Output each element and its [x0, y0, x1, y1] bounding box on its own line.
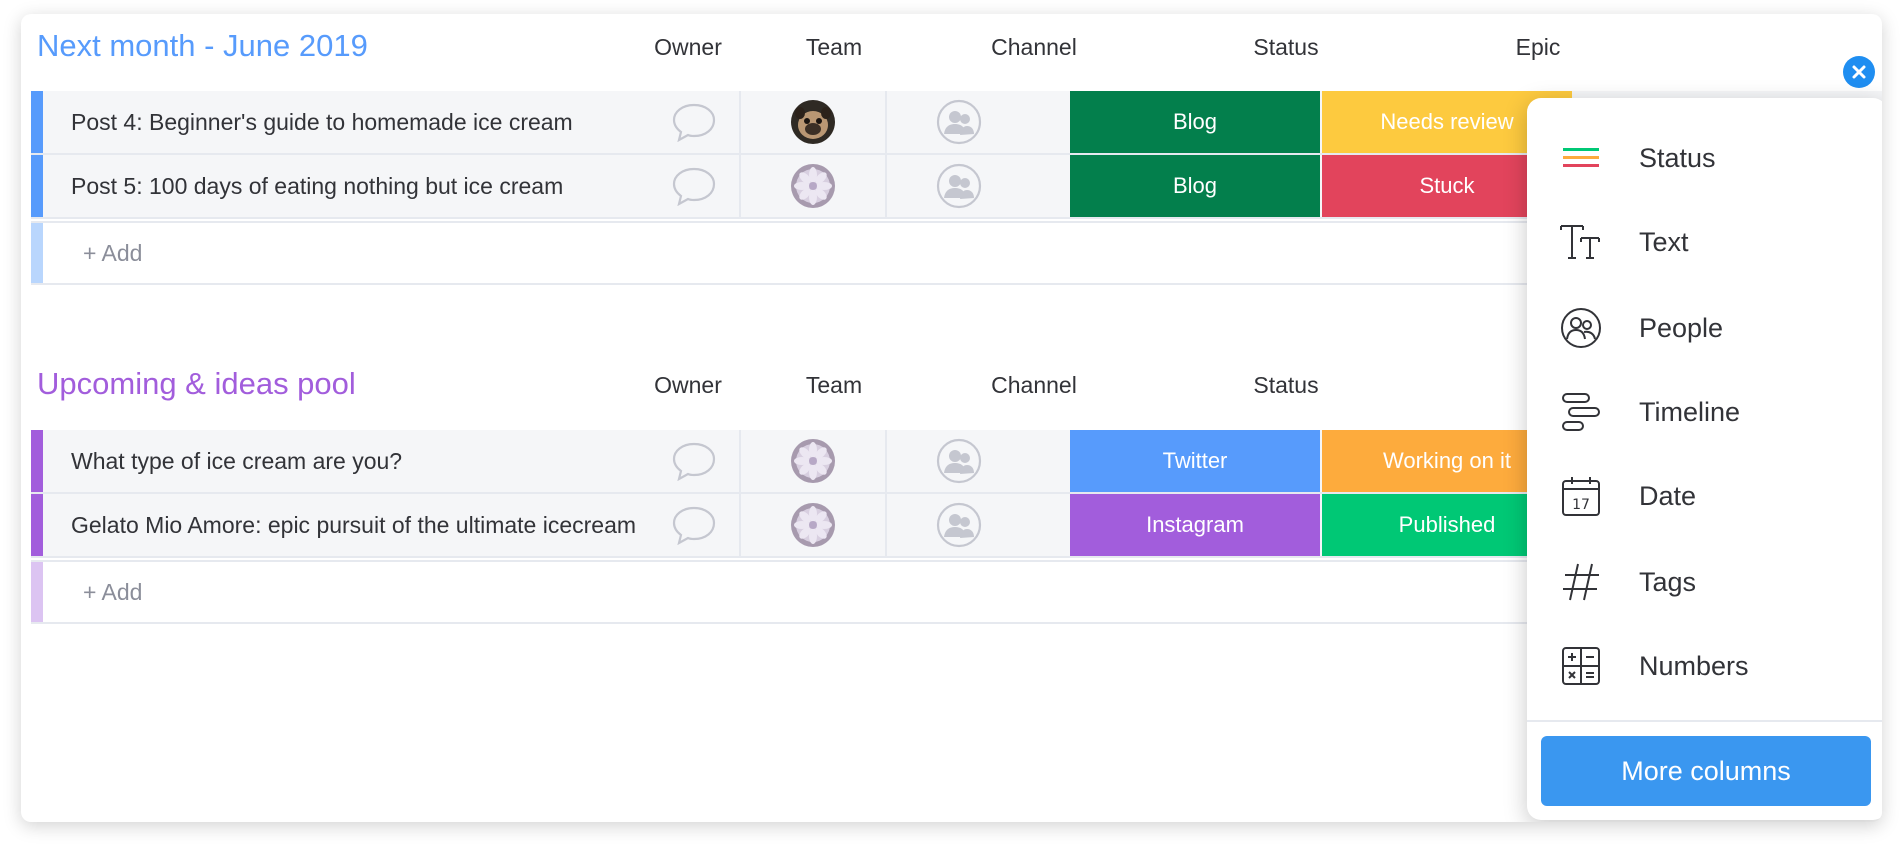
- channel-label[interactable]: Instagram: [1070, 494, 1320, 556]
- more-columns-button[interactable]: More columns: [1541, 736, 1871, 806]
- column-header-team[interactable]: Team: [805, 34, 863, 60]
- people-icon: [1561, 308, 1601, 348]
- team-cell[interactable]: [887, 494, 1031, 556]
- column-header-channel[interactable]: Channel: [991, 34, 1077, 60]
- comment-icon[interactable]: [671, 441, 717, 481]
- numbers-icon: [1562, 647, 1600, 685]
- menu-item-label: Status: [1639, 143, 1716, 173]
- comment-icon[interactable]: [671, 102, 717, 142]
- column-header-epic[interactable]: Epic: [1515, 34, 1561, 60]
- board: Next month - June 2019 Owner Team Channe…: [21, 14, 1882, 822]
- cell-divider: [739, 155, 741, 217]
- add-item-label[interactable]: + Add: [83, 579, 143, 605]
- column-header-status[interactable]: Status: [1253, 34, 1319, 60]
- menu-item-timeline[interactable]: Timeline: [1527, 370, 1882, 454]
- row-color-bar: [31, 223, 43, 283]
- timeline-icon: [1562, 393, 1600, 431]
- row-color-bar: [31, 430, 43, 492]
- team-placeholder-icon[interactable]: [936, 163, 982, 209]
- channel-label[interactable]: Blog: [1070, 155, 1320, 217]
- menu-item-label: Tags: [1639, 567, 1697, 597]
- item-name[interactable]: What type of ice cream are you?: [71, 448, 403, 474]
- menu-item-label: People: [1639, 313, 1724, 343]
- hashtag-icon: [1563, 563, 1599, 601]
- team-placeholder-icon[interactable]: [936, 502, 982, 548]
- cell-divider: [885, 155, 887, 217]
- owner-cell[interactable]: [741, 430, 885, 492]
- team-cell[interactable]: [887, 91, 1031, 153]
- menu-item-label: Date: [1639, 481, 1697, 511]
- date-icon: 17: [1562, 477, 1600, 516]
- menu-item-people[interactable]: People: [1527, 286, 1882, 370]
- row-color-bar: [31, 562, 43, 622]
- comment-icon[interactable]: [671, 166, 717, 206]
- row-color-bar: [31, 91, 43, 153]
- close-icon: [1852, 65, 1866, 79]
- column-header-status[interactable]: Status: [1253, 372, 1319, 398]
- text-icon: [1560, 225, 1600, 259]
- menu-item-label: Text: [1639, 227, 1689, 257]
- cell-divider: [885, 430, 887, 492]
- cell-divider: [885, 494, 887, 556]
- owner-cell[interactable]: [741, 91, 885, 153]
- close-button[interactable]: [1843, 56, 1875, 88]
- status-icon: [1563, 148, 1599, 167]
- cell-divider: [739, 494, 741, 556]
- team-placeholder-icon[interactable]: [936, 438, 982, 484]
- team-placeholder-icon[interactable]: [936, 99, 982, 145]
- row-color-bar: [31, 155, 43, 217]
- add-item-label[interactable]: + Add: [83, 240, 143, 266]
- column-header-team[interactable]: Team: [805, 372, 863, 398]
- menu-item-label: Numbers: [1639, 651, 1749, 681]
- column-header-owner[interactable]: Owner: [654, 34, 722, 60]
- owner-avatar[interactable]: [790, 99, 836, 145]
- item-name[interactable]: Post 4: Beginner's guide to homemade ice…: [71, 109, 573, 135]
- owner-cell[interactable]: [741, 155, 885, 217]
- menu-item-label: Timeline: [1639, 397, 1741, 427]
- channel-label[interactable]: Twitter: [1070, 430, 1320, 492]
- item-name[interactable]: Post 5: 100 days of eating nothing but i…: [71, 173, 564, 199]
- channel-label[interactable]: Blog: [1070, 91, 1320, 153]
- menu-divider: [1527, 720, 1882, 722]
- owner-avatar[interactable]: [790, 502, 836, 548]
- menu-item-tags[interactable]: Tags: [1527, 540, 1882, 624]
- group-title[interactable]: Next month - June 2019: [37, 28, 368, 63]
- comment-icon[interactable]: [671, 505, 717, 545]
- owner-avatar[interactable]: [790, 438, 836, 484]
- item-name[interactable]: Gelato Mio Amore: epic pursuit of the ul…: [71, 512, 637, 538]
- date-icon-number: 17: [1572, 497, 1590, 513]
- menu-item-text[interactable]: Text: [1527, 200, 1882, 284]
- team-cell[interactable]: [887, 155, 1031, 217]
- cell-divider: [739, 91, 741, 153]
- owner-cell[interactable]: [741, 494, 885, 556]
- menu-item-date[interactable]: 17 Date: [1527, 454, 1882, 538]
- cell-divider: [885, 91, 887, 153]
- owner-avatar[interactable]: [790, 163, 836, 209]
- column-header-channel[interactable]: Channel: [991, 372, 1077, 398]
- cell-divider: [739, 430, 741, 492]
- group-title[interactable]: Upcoming & ideas pool: [37, 366, 356, 401]
- column-header-owner[interactable]: Owner: [654, 372, 722, 398]
- team-cell[interactable]: [887, 430, 1031, 492]
- menu-item-numbers[interactable]: Numbers: [1527, 624, 1882, 708]
- row-color-bar: [31, 494, 43, 556]
- add-column-menu: Status Text People: [1527, 98, 1882, 820]
- menu-item-status[interactable]: Status: [1527, 116, 1882, 200]
